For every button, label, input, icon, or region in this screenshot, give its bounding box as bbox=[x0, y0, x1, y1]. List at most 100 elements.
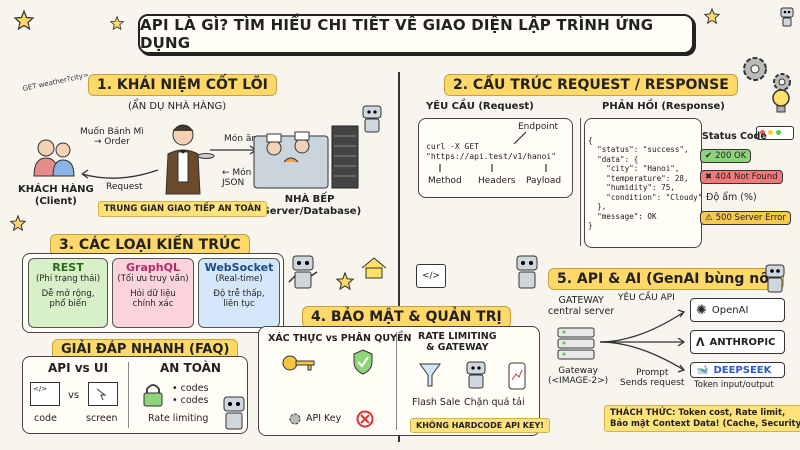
screen-icon bbox=[88, 382, 118, 406]
card-websocket-desc: Độ trễ thấp, liên tục bbox=[213, 289, 265, 310]
section-5-title: 5. API & AI (GenAI bùng nổ) bbox=[548, 268, 785, 290]
method-label: Method bbox=[428, 176, 462, 186]
deepseek-icon: 🐋 bbox=[696, 364, 709, 376]
gear-icon bbox=[289, 413, 301, 425]
prompt-label: Prompt Sends request bbox=[620, 368, 685, 389]
faq-title: GIẢI ĐÁP NHANH (FAQ) bbox=[52, 339, 239, 360]
arrow-icon bbox=[81, 169, 159, 179]
status-404-badge: ✖404 Not Found bbox=[700, 170, 783, 184]
humidity-label: Độ ẩm (%) bbox=[706, 192, 757, 203]
code-window-icon: </> bbox=[416, 264, 446, 288]
gateway-label: GATEWAY central server bbox=[548, 295, 615, 317]
middleman-banner: TRUNG GIAN GIAO TIẾP AN TOÀN bbox=[98, 201, 268, 217]
handwritten-note: GET weather?city= bbox=[21, 71, 90, 93]
response-title: PHẢN HỒI (Response) bbox=[602, 101, 725, 112]
headers-label: Headers bbox=[478, 176, 516, 186]
customer-icon bbox=[33, 139, 75, 177]
robot-icon bbox=[288, 255, 318, 289]
code-screen-icon: </> bbox=[30, 382, 60, 406]
x-icon: ✖ bbox=[705, 172, 713, 182]
request-panel bbox=[418, 118, 573, 198]
key-icon bbox=[282, 355, 315, 371]
star-icon bbox=[109, 15, 125, 31]
star-icon bbox=[9, 214, 27, 232]
card-websocket: WebSocket (Real-time) Độ trễ thấp, liên … bbox=[198, 258, 280, 328]
server-icon bbox=[557, 327, 595, 360]
response-panel bbox=[584, 118, 702, 248]
flash-sale-label: Flash Sale bbox=[412, 397, 461, 408]
shield-icon bbox=[353, 349, 373, 375]
security-divider bbox=[396, 332, 397, 430]
browser-window-icon bbox=[756, 126, 794, 140]
section-2-title: 2. CẤU TRÚC REQUEST / RESPONSE bbox=[444, 74, 738, 96]
card-graphql-desc: Hỏi dữ liệu chính xác bbox=[130, 289, 176, 310]
card-rest-name: REST bbox=[52, 261, 84, 274]
arrows-icon bbox=[439, 164, 547, 172]
waiter-icon bbox=[165, 124, 215, 195]
curl-command: curl -X GET "https://api.test/v1/hanoi" bbox=[426, 142, 557, 161]
card-rest-desc: Dễ mở rộng, phổ biến bbox=[41, 289, 95, 310]
lightbulb-icon bbox=[772, 89, 790, 113]
card-graphql-sub: (Tối ưu truy vấn) bbox=[117, 273, 189, 284]
card-websocket-sub: (Real-time) bbox=[215, 273, 263, 284]
kitchen-illustration bbox=[253, 118, 360, 190]
security-panel bbox=[258, 326, 540, 436]
kitchen-label: NHÀ BẾP (Server/Database) bbox=[258, 194, 362, 217]
openai-label: OpenAI bbox=[711, 304, 749, 316]
screen-label: screen bbox=[86, 413, 118, 424]
codes-2: • codes bbox=[172, 395, 209, 406]
star-icon bbox=[335, 271, 355, 291]
client-label: KHÁCH HÀNG (Client) bbox=[18, 184, 94, 207]
api-request-label: YÊU CẦU API bbox=[618, 293, 675, 303]
status-code-label: Status Code bbox=[702, 131, 767, 142]
star-icon bbox=[703, 7, 721, 25]
order-label: Muốn Bánh Mì → Order bbox=[80, 127, 144, 148]
arrow-icon bbox=[513, 131, 527, 145]
card-rest: REST (Phi trạng thái) Dễ mở rộng, phổ bi… bbox=[28, 258, 108, 328]
card-websocket-name: WebSocket bbox=[204, 261, 274, 274]
section-4-title: 4. BẢO MẬT & QUẢN TRỊ bbox=[302, 306, 511, 328]
codes-1: • codes bbox=[172, 383, 209, 394]
gear-icon bbox=[743, 57, 767, 81]
vs-label: vs bbox=[68, 390, 80, 401]
routing-arrows-icon bbox=[599, 309, 686, 373]
openai-icon: ✺ bbox=[696, 302, 707, 318]
token-label: Token input/output bbox=[694, 380, 774, 390]
card-graphql-name: GraphQL bbox=[126, 261, 180, 274]
api-key-label: API Key bbox=[306, 413, 342, 424]
response-json: { "status": "success", "data": { "city":… bbox=[588, 136, 703, 231]
deepseek-label: DEEPSEEK bbox=[713, 364, 772, 376]
robot-icon bbox=[223, 396, 245, 430]
panel-divider bbox=[580, 118, 581, 246]
payload-label: Payload bbox=[526, 176, 562, 186]
rate-limiting-label: Rate limiting bbox=[148, 413, 209, 424]
divider bbox=[398, 72, 400, 442]
status-200-badge: ✔200 OK bbox=[700, 149, 752, 163]
auth-label: XÁC THỰC vs PHÂN QUYỀN bbox=[268, 333, 412, 344]
api-vs-ui-label: API vs UI bbox=[48, 361, 109, 375]
anthropic-icon: ᐱ bbox=[696, 335, 705, 349]
section-1-subtitle: (ẨN DỤ NHÀ HÀNG) bbox=[128, 101, 227, 112]
rate-limiting-title: RATE LIMITING & GATEWAY bbox=[418, 331, 497, 353]
check-icon: ✔ bbox=[705, 151, 713, 161]
status-500-text: 500 Server Error bbox=[715, 213, 786, 223]
arrow-icon bbox=[210, 145, 258, 155]
an-toan-label: AN TOÀN bbox=[160, 361, 221, 375]
status-200-text: 200 OK bbox=[715, 151, 747, 161]
gateway-image-label: Gateway (<IMAGE-2>) bbox=[548, 366, 609, 387]
challenge-banner: THÁCH THỨC: Token cost, Rate limit, Bảo … bbox=[604, 405, 800, 433]
no-hardcode-warning: KHÔNG HARDCODE API KEY! bbox=[410, 418, 550, 433]
deepseek-box: 🐋 DEEPSEEK bbox=[690, 362, 785, 378]
robot-icon bbox=[466, 361, 486, 389]
forbidden-icon bbox=[356, 410, 374, 428]
endpoint-label: Endpoint bbox=[518, 122, 559, 132]
request-label: Request bbox=[106, 182, 143, 192]
block-overload-label: Chặn quá tải bbox=[464, 397, 525, 408]
status-404-text: 404 Not Found bbox=[715, 172, 778, 182]
status-500-badge: ⚠500 Server Error bbox=[700, 211, 791, 225]
code-label: code bbox=[34, 413, 57, 424]
funnel-icon bbox=[419, 363, 441, 387]
house-icon bbox=[361, 257, 387, 279]
star-icon bbox=[13, 9, 35, 31]
